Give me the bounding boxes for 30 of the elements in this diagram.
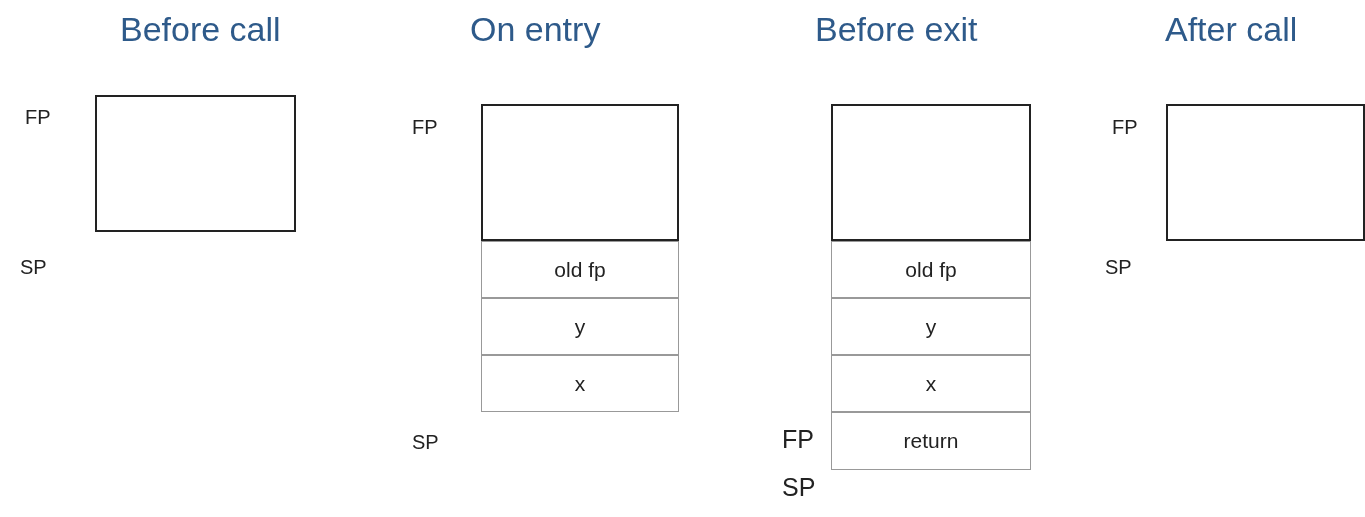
slot-label: old fp: [554, 257, 606, 282]
stack-slot: [831, 412, 1031, 470]
register-label: SP: [412, 431, 439, 454]
panel-title: Before exit: [815, 10, 978, 49]
slot-label: x: [925, 371, 937, 396]
slot-label: x: [574, 371, 586, 396]
stack-frame-box: [95, 95, 296, 232]
stack-frame-box: [831, 104, 1031, 241]
register-label: FP: [1112, 116, 1138, 139]
register-label: FP: [412, 116, 438, 139]
stack-slot: [831, 241, 1031, 298]
register-label: SP: [20, 256, 47, 279]
stack-slot: [481, 241, 679, 298]
stack-slot: [481, 355, 679, 412]
panel-title: On entry: [470, 10, 601, 49]
stack-slot: [481, 298, 679, 355]
stack-slot: [831, 298, 1031, 355]
stack-slot: [831, 355, 1031, 412]
slot-label: old fp: [905, 257, 957, 282]
register-label: SP: [782, 473, 816, 502]
register-label: FP: [25, 106, 51, 129]
stack-frame-box: [1166, 104, 1365, 241]
register-label: FP: [782, 425, 814, 454]
slot-label: y: [925, 314, 937, 339]
panel-title: After call: [1165, 10, 1298, 49]
slot-label: y: [574, 314, 586, 339]
register-label: SP: [1105, 256, 1132, 279]
panel-title: Before call: [120, 10, 281, 49]
stack-frame-box: [481, 104, 679, 241]
slot-label: return: [903, 429, 959, 453]
